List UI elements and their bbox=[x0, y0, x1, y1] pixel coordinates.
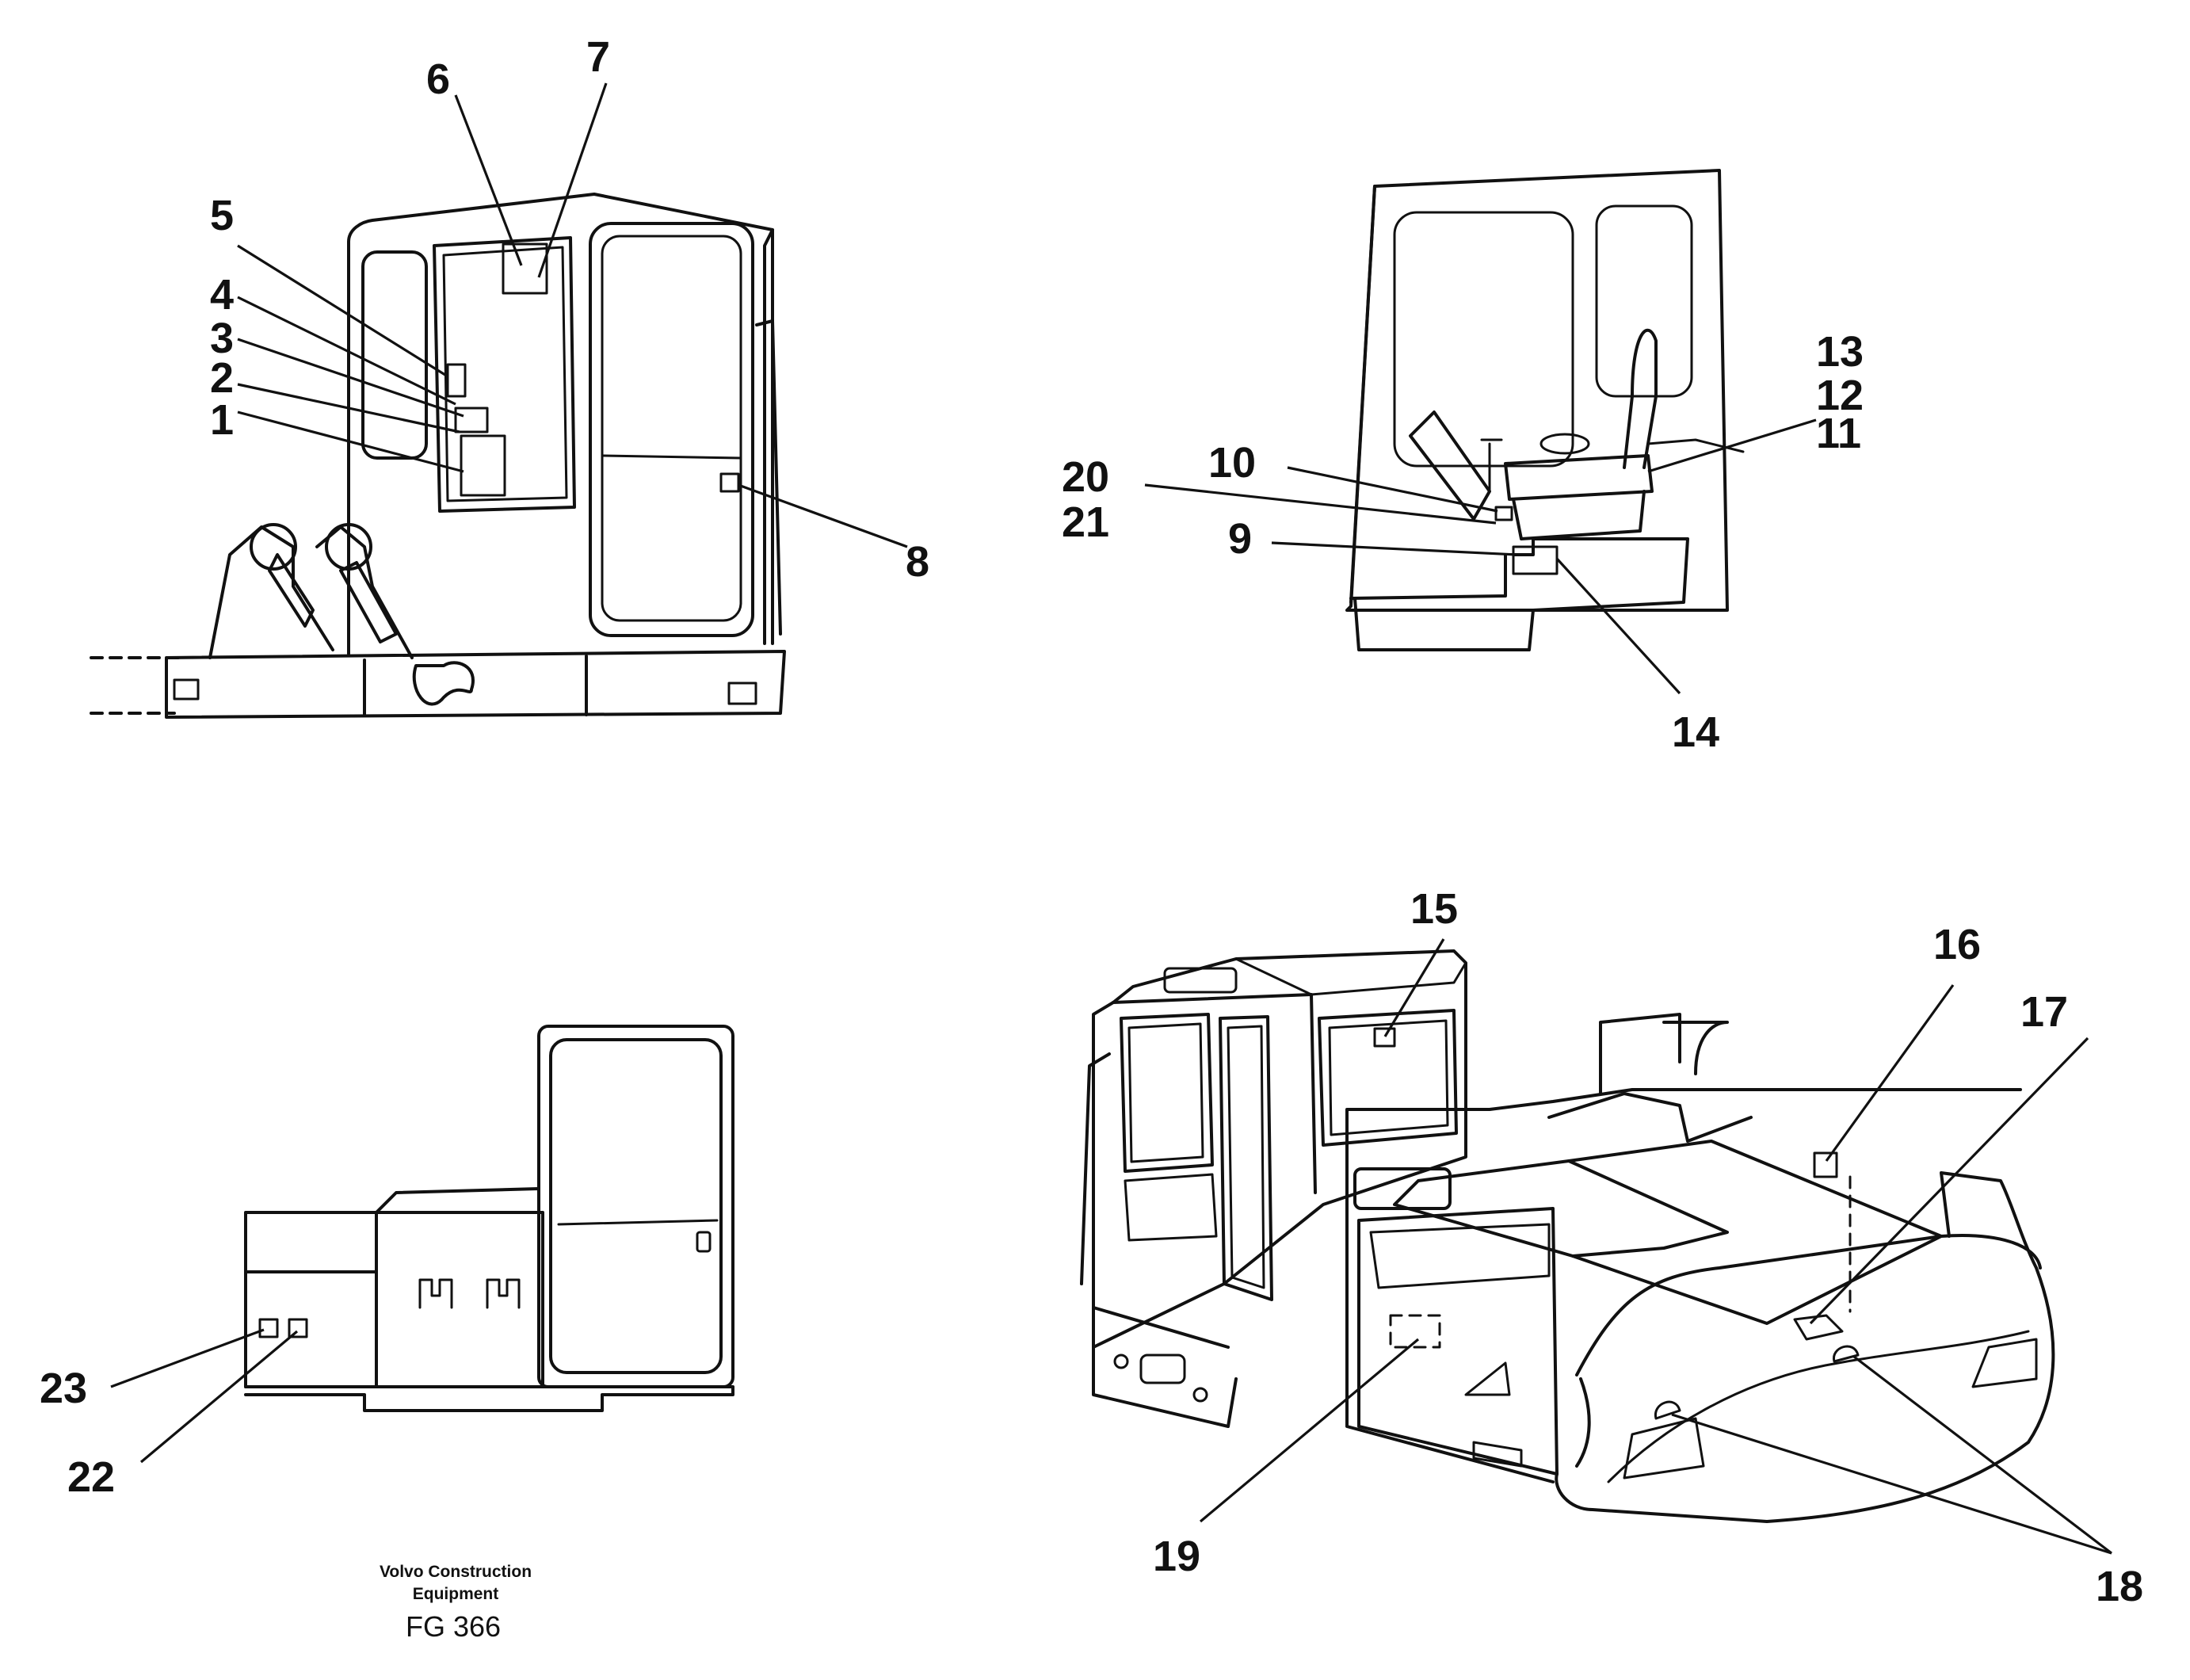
caption-line-2: Equipment bbox=[413, 1585, 499, 1603]
machine-rear-view bbox=[1080, 949, 2055, 1523]
cab-side-view bbox=[90, 193, 786, 719]
leader-lines bbox=[110, 82, 2112, 1555]
callout-13: 13 bbox=[1816, 328, 1864, 376]
callout-14: 14 bbox=[1672, 708, 1719, 756]
callout-2: 2 bbox=[210, 354, 234, 402]
callout-15: 15 bbox=[1410, 885, 1458, 933]
callout-12: 12 bbox=[1816, 372, 1864, 419]
callout-11: 11 bbox=[1816, 410, 1861, 457]
callout-23: 23 bbox=[40, 1365, 87, 1412]
cab-interior-view bbox=[1345, 169, 1745, 651]
callout-7: 7 bbox=[586, 33, 610, 81]
callout-10: 10 bbox=[1208, 439, 1256, 487]
callout-labels: 1 2 3 4 5 6 7 8 9 10 11 12 13 14 15 16 1… bbox=[40, 33, 2143, 1610]
machine-front-view bbox=[244, 1025, 734, 1412]
callout-21: 21 bbox=[1062, 498, 1109, 546]
callout-5: 5 bbox=[210, 192, 234, 239]
callout-16: 16 bbox=[1933, 921, 1981, 968]
callout-4: 4 bbox=[210, 271, 234, 319]
callout-19: 19 bbox=[1153, 1533, 1200, 1580]
callout-8: 8 bbox=[906, 538, 929, 586]
caption-line-1: Volvo Construction bbox=[380, 1563, 532, 1581]
callout-6: 6 bbox=[426, 55, 450, 103]
figure-code: FG 366 bbox=[406, 1610, 501, 1643]
callout-3: 3 bbox=[210, 315, 234, 362]
publisher-caption: Volvo Construction Equipment FG 366 bbox=[380, 1563, 532, 1643]
callout-22: 22 bbox=[67, 1453, 115, 1501]
callout-17: 17 bbox=[2020, 988, 2068, 1036]
callout-9: 9 bbox=[1228, 515, 1252, 563]
callout-18: 18 bbox=[2096, 1563, 2143, 1610]
callout-1: 1 bbox=[210, 396, 234, 444]
callout-20: 20 bbox=[1062, 453, 1109, 501]
